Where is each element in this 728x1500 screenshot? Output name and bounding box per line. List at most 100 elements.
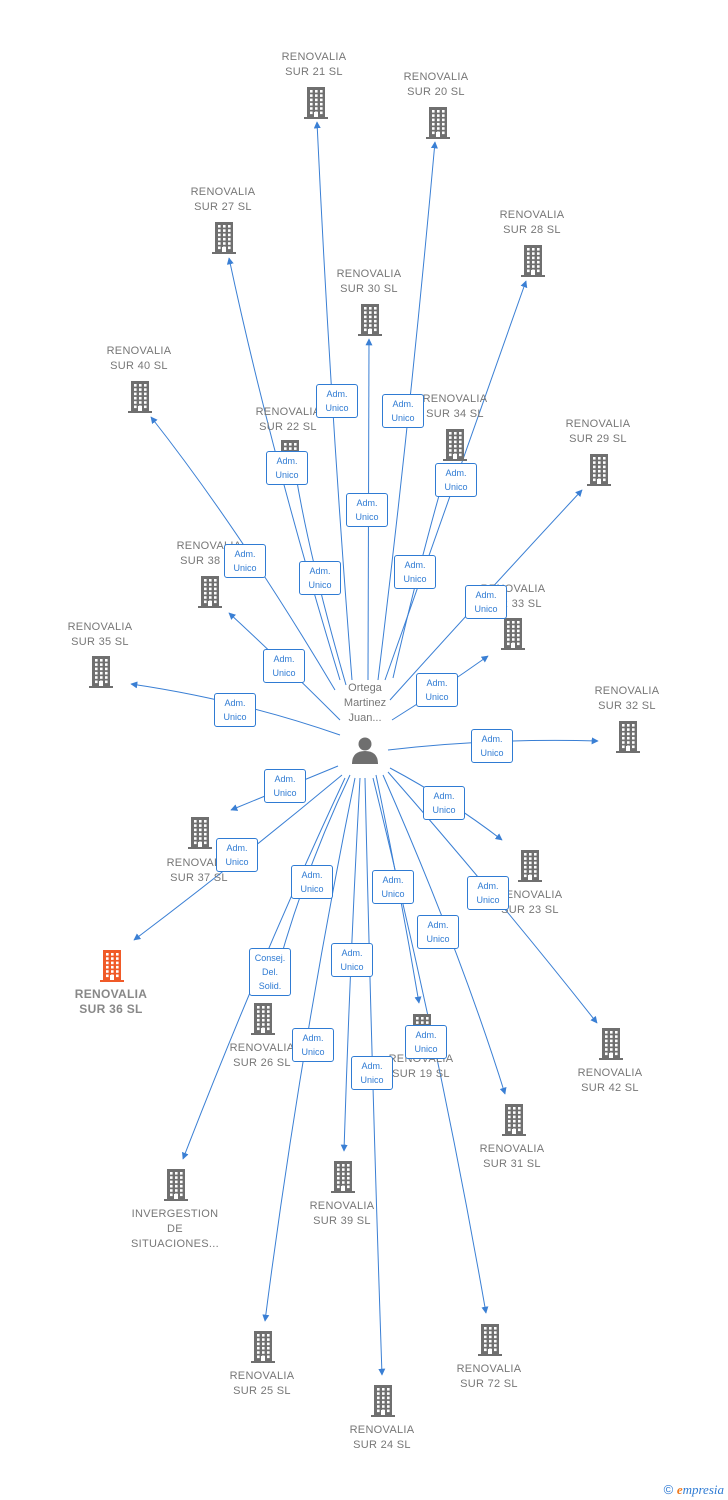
relation-badge-sur27: Adm. Unico [266,451,308,485]
relation-label-line: Del. Solid. [258,967,282,991]
building-icon [304,87,328,119]
company-label-line: SUR 22 SL [259,421,317,433]
relation-label-line: Adm. [276,456,298,466]
relation-label-line: Unico [272,668,296,678]
relation-label-line: Unico [474,604,498,614]
building-icon [164,1169,188,1201]
company-label-line: RENOVALIA [74,987,148,1001]
relation-badge-sur35: Adm.Unico [214,693,256,727]
company-label-line: SUR 31 SL [483,1158,541,1170]
relation-badge-sur21: Adm.Unico [316,384,358,418]
relation-badge-sur37: Adm.Unico [264,769,306,803]
relation-label-line: Unico [432,805,456,815]
building-icon [478,1324,502,1356]
building-icon [599,1028,623,1060]
company-label-line: RENOVALIA [497,889,563,901]
company-label-line: RENOVALIA [255,406,321,418]
relation-label-line: Unico [340,962,364,972]
company-label-line: SUR 34 SL [426,408,484,420]
relation-badge-sur40: Adm.Unico [224,544,266,578]
relation-label-line: Unico [480,748,504,758]
company-label-sur24[interactable]: RENOVALIA SUR 24 SL [322,1423,442,1453]
relation-label-line: Adm. [382,875,404,885]
person-name-line: Ortega [348,682,382,694]
company-label-line: RENOVALIA [281,51,347,63]
company-label-line: SUR 28 SL [503,224,561,236]
relation-label-line: Unico [308,580,332,590]
company-label-line: SITUACIONES... [131,1238,219,1250]
company-label-line: RENOVALIA [422,393,488,405]
building-icon [521,245,545,277]
company-label-line: DE [167,1223,183,1235]
relation-badge-sur22: Adm. Unico [299,561,341,595]
edge-sur40 [150,416,336,691]
company-label-line: RENOVALIA [106,345,172,357]
company-label-line: RENOVALIA [577,1067,643,1079]
building-icon [212,222,236,254]
building-icon [358,304,382,336]
company-label-line: SUR 38 SL [180,555,238,567]
relation-label-line: Unico [476,895,500,905]
footer-brand: © empresia [664,1482,724,1498]
relation-badge-sur23: Adm.Unico [423,786,465,820]
relation-badge-sur25: Adm.Unico [292,1028,334,1062]
relation-label-line: Unico [444,482,468,492]
company-label-line: RENOVALIA [67,621,133,633]
relation-label-line: Adm. [309,566,331,576]
relation-badge-sur34: Adm.Unico [394,555,436,589]
relation-label-line: Adm. [445,468,467,478]
company-label-line: SUR 24 SL [353,1439,411,1451]
building-icon [188,817,212,849]
relation-label-line: Unico [301,1047,325,1057]
company-label-line: SUR 37 SL [170,872,228,884]
person-icon[interactable] [352,737,378,765]
relation-label-line: Unico [414,1044,438,1054]
relation-badge-sur28: Adm. Unico [435,463,477,497]
company-label-sur22[interactable]: RENOVALIA SUR 22 SL [228,405,348,435]
company-label-line: SUR 32 SL [598,700,656,712]
relation-badge-sur72: Adm.Unico [405,1025,447,1059]
building-icon [587,454,611,486]
relation-label-line: Unico [300,884,324,894]
relation-badge-sur32: Adm.Unico [471,729,513,763]
company-label-line: SUR 27 SL [194,201,252,213]
company-label-line: SUR 25 SL [233,1385,291,1397]
company-label-sur34[interactable]: RENOVALIA SUR 34 SL [395,392,515,422]
relation-label-line: Adm. [341,948,363,958]
company-label-line: RENOVALIA [456,1363,522,1375]
building-icon [251,1003,275,1035]
relation-label-line: Unico [275,470,299,480]
relation-label-line: Adm. [301,870,323,880]
company-label-line: SUR 19 SL [392,1068,450,1080]
company-label-line: SUR 39 SL [313,1215,371,1227]
company-label-line: RENOVALIA [349,1424,415,1436]
person-name-line: Martinez [343,697,387,709]
building-icon [331,1161,355,1193]
relation-label-line: Unico [233,563,257,573]
relation-label-line: Adm. [356,498,378,508]
relation-label-line: Unico [273,788,297,798]
building-icon [100,950,124,982]
building-icon [616,721,640,753]
